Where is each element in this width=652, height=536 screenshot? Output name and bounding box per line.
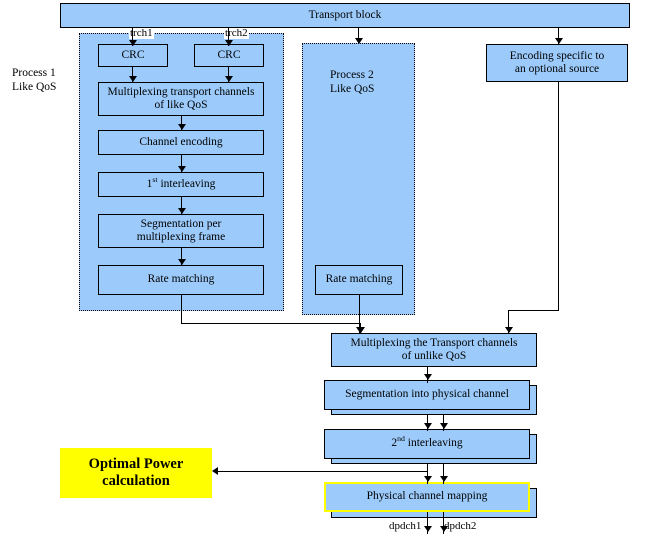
edge-label-trch1: trch1 — [129, 27, 154, 39]
edge-encoding-optional-to-mux-unlike-arrow — [505, 327, 513, 333]
node-second-interleaving-prefix: 2 — [391, 437, 398, 450]
edge-transport-to-encoding-optional — [558, 28, 559, 45]
node-channel-encoding[interactable]: Channel encoding — [98, 130, 264, 155]
edge-segmentation-to-rate-matching-p1 — [181, 248, 182, 266]
node-rate-matching-process-2[interactable]: Rate matching — [315, 265, 403, 295]
edge-label-dpdch2: dpdch2 — [444, 520, 477, 532]
node-segmentation-per-mux-frame[interactable]: Segmentation per multiplexing frame — [98, 214, 264, 248]
node-rate-matching-process-2-label: Rate matching — [325, 273, 393, 286]
node-second-interleaving-label: 2nd interleaving — [391, 434, 463, 450]
edge-mapping-to-dpdch2-arrow — [440, 526, 448, 532]
edge-transport-to-encoding-optional-arrow — [555, 38, 563, 44]
edge-mux-to-channel-encoding-arrow — [178, 124, 186, 130]
edge-first-interleaving-to-segmentation — [181, 197, 182, 215]
edge-crc1-to-mux — [132, 67, 133, 83]
node-second-interleaving-sup: nd — [397, 434, 405, 444]
edge-to-optimal-power — [218, 471, 428, 472]
edge-transport-to-process-2-arrow — [355, 38, 363, 44]
edge-mapping-to-dpdch1-arrow — [424, 526, 432, 532]
edge-crc2-to-mux — [228, 67, 229, 83]
edge-mapping-to-dpdch1 — [427, 512, 428, 534]
node-physical-channel-mapping-label: Physical channel mapping — [366, 490, 488, 503]
node-first-interleaving-suffix: interleaving — [157, 177, 216, 190]
region-process-1-label-line1: Process 1 — [12, 67, 56, 79]
edge-mux-to-channel-encoding — [181, 116, 182, 131]
node-mux-unlike-qos-label-line1: Multiplexing the Transport channels — [350, 336, 518, 349]
edge-second-interleaving-to-mapping-a — [427, 464, 428, 484]
node-encoding-optional-source-label-line2: an optional source — [514, 63, 600, 75]
node-mux-like-qos-label-line2: of like QoS — [154, 99, 208, 111]
edge-transport-to-trch1-arrow — [129, 40, 137, 46]
node-rate-matching-process-1-label: Rate matching — [147, 273, 215, 286]
node-optimal-power-calculation-label-line1: Optimal Power — [88, 455, 184, 472]
edge-segmentation-physical-to-second-interleaving-a-arrow — [424, 423, 432, 429]
node-segmentation-physical-channel[interactable]: Segmentation into physical channel — [324, 380, 530, 410]
edge-second-interleaving-to-mapping-b — [443, 464, 444, 484]
edge-mapping-to-dpdch2 — [443, 512, 444, 534]
region-process-2-label-line1: Process 2 — [330, 69, 374, 81]
node-second-interleaving-suffix: interleaving — [404, 437, 463, 450]
edge-crc2-to-mux-arrow — [225, 76, 233, 82]
node-encoding-optional-source[interactable]: Encoding specific to an optional source — [486, 44, 628, 82]
edge-encoding-optional-elbow — [508, 310, 559, 311]
node-transport-block[interactable]: Transport block — [60, 3, 630, 28]
region-process-1-label: Process 1 Like QoS — [12, 66, 56, 95]
node-first-interleaving[interactable]: 1st interleaving — [98, 172, 264, 197]
edge-channel-encoding-to-first-interleaving — [181, 155, 182, 173]
edge-first-interleaving-to-segmentation-arrow — [178, 208, 186, 214]
node-mux-like-qos-label-line1: Multiplexing transport channels — [107, 85, 255, 98]
node-segmentation-per-mux-frame-label-line2: multiplexing frame — [136, 231, 226, 243]
edge-encoding-optional-to-mux-unlike — [508, 310, 509, 334]
node-mux-unlike-qos-label-line2: of unlike QoS — [401, 350, 467, 362]
node-channel-encoding-label: Channel encoding — [139, 135, 223, 148]
edge-transport-to-trch1 — [132, 28, 133, 46]
node-segmentation-physical-channel-label: Segmentation into physical channel — [345, 388, 509, 401]
node-mux-unlike-qos[interactable]: Multiplexing the Transport channels of u… — [331, 333, 537, 367]
node-rate-matching-process-1[interactable]: Rate matching — [98, 265, 264, 295]
node-first-interleaving-sup: st — [152, 175, 158, 185]
edge-second-interleaving-to-mapping-b-arrow — [440, 476, 448, 482]
edge-channel-encoding-to-first-interleaving-arrow — [178, 166, 186, 172]
node-crc-1-label: CRC — [121, 48, 145, 61]
node-mux-like-qos[interactable]: Multiplexing transport channels of like … — [98, 82, 264, 116]
node-first-interleaving-prefix: 1 — [146, 177, 153, 190]
region-process-2-label-line2: Like QoS — [330, 83, 375, 96]
region-process-1-label-line2: Like QoS — [12, 81, 57, 94]
edge-label-trch2: trch2 — [224, 27, 249, 39]
node-encoding-optional-source-label-line1: Encoding specific to — [509, 49, 605, 62]
edge-transport-to-trch2 — [228, 28, 229, 46]
edge-rate-matching-p1-drop — [181, 295, 182, 324]
edge-segmentation-to-rate-matching-p1-arrow — [178, 259, 186, 265]
edge-rate-matching-p2-to-mux-unlike-arrow — [356, 327, 364, 333]
node-optimal-power-calculation[interactable]: Optimal Power calculation — [60, 448, 212, 498]
edge-label-dpdch1: dpdch1 — [389, 520, 422, 532]
node-transport-block-label: Transport block — [308, 8, 382, 21]
node-first-interleaving-label: 1st interleaving — [146, 175, 216, 191]
node-crc-1[interactable]: CRC — [98, 44, 168, 67]
edge-mux-unlike-to-segmentation-physical-arrow — [424, 374, 432, 380]
node-crc-2-label: CRC — [217, 48, 241, 61]
node-crc-2[interactable]: CRC — [194, 44, 264, 67]
node-segmentation-per-mux-frame-label-line1: Segmentation per — [140, 217, 222, 230]
edge-crc1-to-mux-arrow — [129, 76, 137, 82]
edge-to-optimal-power-arrow — [212, 467, 218, 475]
edge-transport-to-trch2-arrow — [225, 40, 233, 46]
edge-transport-to-process-2 — [358, 28, 359, 44]
edge-rate-matching-p1-elbow — [181, 323, 361, 324]
region-process-2-label: Process 2 Like QoS — [330, 68, 374, 97]
edge-second-interleaving-to-mapping-a-arrow — [424, 476, 432, 482]
node-second-interleaving[interactable]: 2nd interleaving — [324, 429, 530, 459]
edge-rate-matching-p2-to-mux-unlike — [359, 295, 360, 334]
node-physical-channel-mapping[interactable]: Physical channel mapping — [324, 482, 530, 512]
edge-segmentation-physical-to-second-interleaving-b-arrow — [440, 423, 448, 429]
edge-encoding-optional-drop — [558, 82, 559, 311]
node-optimal-power-calculation-label-line2: calculation — [102, 473, 170, 489]
